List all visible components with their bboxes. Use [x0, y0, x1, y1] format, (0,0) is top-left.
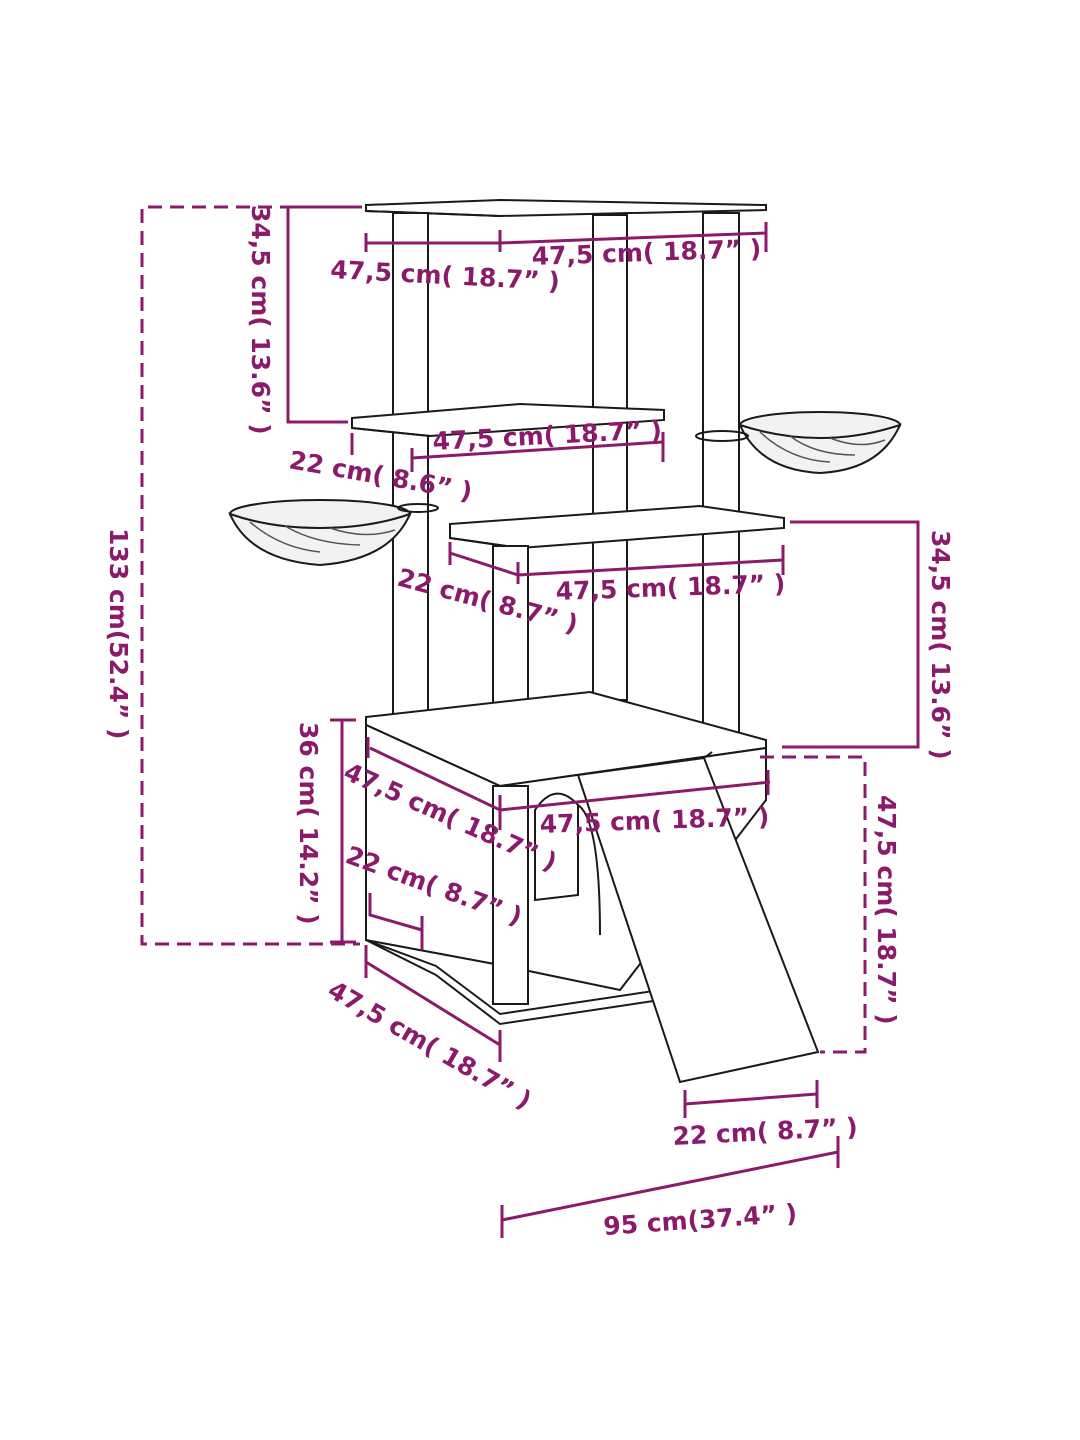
- label-total-height: 133 cm(52.4” ): [104, 528, 133, 739]
- cat-tree-drawing: [228, 198, 902, 1084]
- ramp: [576, 751, 820, 1084]
- upper-platform: [351, 402, 665, 438]
- dim-line-ramp-width: [683, 1080, 819, 1118]
- dim-line-upper-platform-width: [350, 432, 665, 472]
- label-middle-platform-width: 47,5 cm( 18.7” ): [555, 569, 786, 606]
- dim-line-middle-section-height: [782, 520, 920, 749]
- label-total-width: 95 cm(37.4” ): [602, 1199, 798, 1241]
- dim-line-box-top: [366, 737, 771, 830]
- label-ramp-width: 22 cm( 8.7” ): [672, 1112, 859, 1151]
- post-center-back: [592, 214, 628, 701]
- label-top-section-height: 34,5 cm( 13.6” ): [246, 205, 275, 435]
- dimension-lines: [140, 205, 920, 1238]
- top-platform: [365, 198, 767, 218]
- dim-line-box-height: [330, 718, 356, 944]
- dim-line-total-height: [140, 205, 360, 946]
- label-top-width-left: 47,5 cm( 18.7” ): [330, 255, 561, 296]
- label-middle-section-height: 34,5 cm( 13.6” ): [926, 530, 955, 760]
- post-right: [702, 212, 740, 741]
- dim-line-box-inner-depth: [368, 893, 424, 950]
- hammock-right: [695, 411, 902, 475]
- dim-line-middle-platform: [448, 542, 785, 584]
- label-box-height: 36 cm( 14.2” ): [294, 722, 323, 925]
- dim-line-base-depth: [364, 945, 502, 1062]
- dim-line-ramp-height: [760, 755, 867, 1054]
- dim-line-top-section-height: [286, 205, 362, 424]
- label-ramp-height: 47,5 cm( 18.7” ): [872, 795, 901, 1025]
- dim-line-top-width: [364, 222, 768, 252]
- dim-line-total-width: [500, 1136, 840, 1238]
- hammock-left: [228, 499, 439, 567]
